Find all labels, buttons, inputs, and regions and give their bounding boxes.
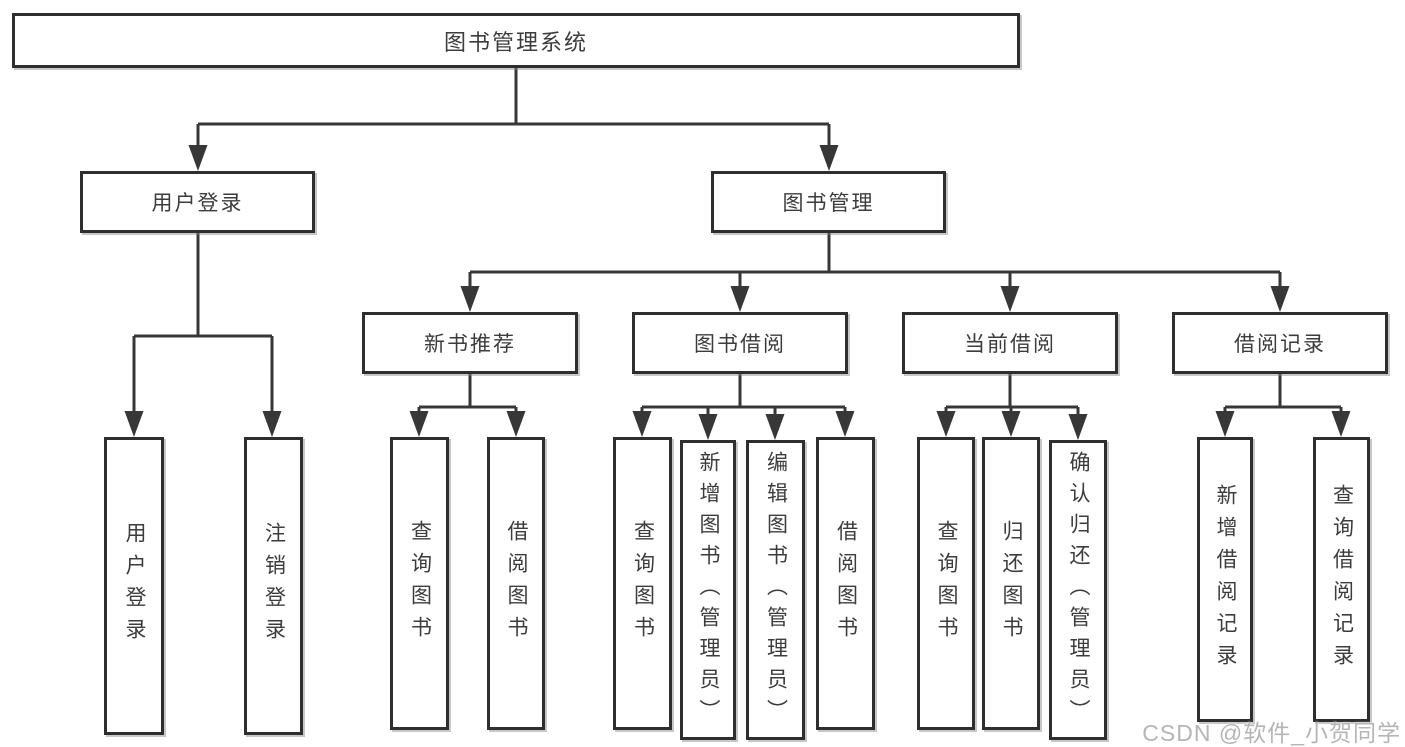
node-label: 当前借阅 [964,333,1056,356]
connector-book-management-branch [460,233,1290,312]
node-library-management-system: 图书管理系统 [12,13,1020,68]
leaf-edit-books-admin: 编辑图书（管理员） [746,440,805,740]
leaf-query-books-recommend: 查询图书 [390,437,449,730]
node-label: 用户登录 [123,522,146,650]
leaf-add-borrow-record: 新增借阅记录 [1197,437,1253,722]
leaf-logout: 注销登录 [244,437,303,735]
node-book-borrowing: 图书借阅 [632,312,848,374]
node-current-borrowing: 当前借阅 [902,312,1118,374]
node-book-management: 图书管理 [711,171,946,233]
leaf-query-borrow-record: 查询借阅记录 [1313,437,1370,722]
leaf-user-login: 用户登录 [104,437,164,735]
node-user-login: 用户登录 [80,171,315,233]
node-label: 归还图书 [1000,519,1023,648]
connector-current-borrowing-branch [936,374,1088,440]
leaf-add-books-admin: 新增图书（管理员） [680,440,736,740]
leaf-query-books-current: 查询图书 [917,437,975,730]
node-new-book-recommend: 新书推荐 [362,312,578,374]
node-label: 新书推荐 [424,333,516,356]
leaf-confirm-return-admin: 确认归还（管理员） [1049,440,1107,740]
node-label: 确认归还（管理员） [1067,450,1090,730]
leaf-return-books: 归还图书 [982,437,1040,730]
node-label: 编辑图书（管理员） [764,450,788,730]
node-label: 图书借阅 [694,333,786,356]
node-label: 注销登录 [262,522,286,650]
connector-user-login-branch [124,233,282,437]
connector-root-to-level2 [188,68,839,171]
leaf-query-books-borrowing: 查询图书 [613,437,672,730]
leaf-borrow-books-recommend: 借阅图书 [487,437,545,730]
node-label: 查询图书 [408,519,432,648]
node-label: 查询图书 [631,519,655,648]
node-label: 图书管理 [782,192,875,215]
node-label: 新增借阅记录 [1214,483,1237,676]
connector-book-borrowing-branch [632,374,855,440]
node-label: 借阅记录 [1234,333,1326,356]
leaf-borrow-books: 借阅图书 [816,437,875,730]
node-label: 借阅图书 [505,519,528,648]
node-label: 借阅图书 [834,519,858,648]
node-label: 新增图书（管理员） [697,450,720,730]
connector-new-book-recommend-branch [409,374,526,437]
node-label: 图书管理系统 [443,29,588,55]
node-label: 查询图书 [935,519,958,648]
node-borrowing-records: 借阅记录 [1172,312,1388,374]
node-label: 查询借阅记录 [1330,483,1354,676]
connector-borrowing-records-branch [1215,374,1351,437]
node-label: 用户登录 [151,192,244,215]
csdn-watermark: CSDN @软件_小贺同学 [1142,720,1401,746]
